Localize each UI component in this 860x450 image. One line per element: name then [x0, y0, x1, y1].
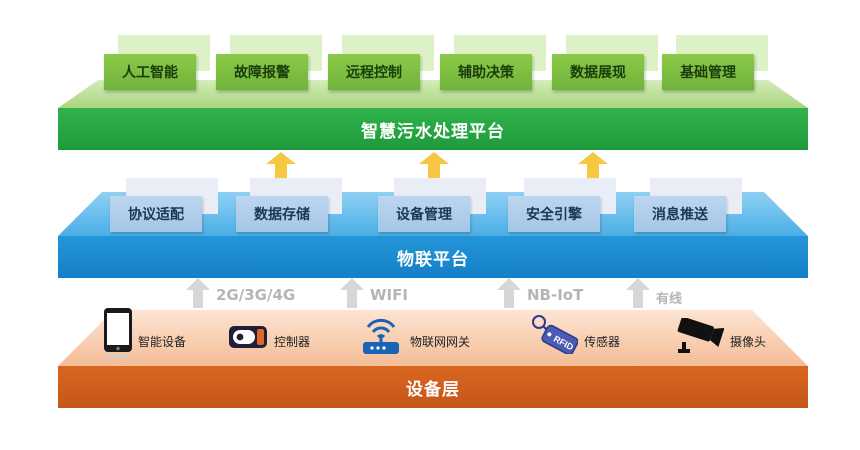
up-arrow-icon: [578, 152, 608, 178]
connection-label-nbiot: NB-IoT: [527, 286, 584, 304]
smartphone-icon: [104, 308, 132, 359]
module-data-display: 数据展现: [552, 54, 644, 90]
connection-label-wifi: WIFI: [370, 286, 408, 304]
device-label-smart-device: 智能设备: [138, 335, 187, 349]
module-protocol-adapter: 协议适配: [110, 196, 202, 232]
up-arrow-icon: [497, 278, 521, 308]
device-label-iot-gateway: 物联网网关: [410, 335, 471, 349]
module-device-management: 设备管理: [378, 196, 470, 232]
module-message-push: 消息推送: [634, 196, 726, 232]
device-label-controller: 控制器: [274, 335, 311, 349]
module-ai: 人工智能: [104, 54, 196, 90]
up-arrow-icon: [266, 152, 296, 178]
up-arrow-icon: [186, 278, 210, 308]
module-remote-control: 远程控制: [328, 54, 420, 90]
module-base-management: 基础管理: [662, 54, 754, 90]
module-fault-alarm: 故障报警: [216, 54, 308, 90]
module-data-storage: 数据存储: [236, 196, 328, 232]
top-platform-title: 智慧污水处理平台: [58, 108, 808, 150]
connection-label-wired: 有线: [656, 292, 683, 307]
router-icon: [363, 318, 399, 354]
up-arrow-icon: [340, 278, 364, 308]
middle-platform-title: 物联平台: [58, 236, 808, 278]
controller-icon: [229, 326, 267, 348]
module-decision-support: 辅助决策: [440, 54, 532, 90]
module-security-engine: 安全引擎: [508, 196, 600, 232]
device-layer-top-face: [58, 310, 808, 366]
device-layer-title: 设备层: [58, 366, 808, 408]
rfid-tag-icon: RFID: [532, 315, 578, 354]
up-arrow-icon: [419, 152, 449, 178]
device-label-sensor: 传感器: [584, 335, 621, 349]
up-arrow-icon: [626, 278, 650, 308]
camera-icon: [677, 318, 724, 353]
device-label-camera: 摄像头: [730, 335, 767, 349]
connection-label-cellular: 2G/3G/4G: [216, 286, 296, 304]
